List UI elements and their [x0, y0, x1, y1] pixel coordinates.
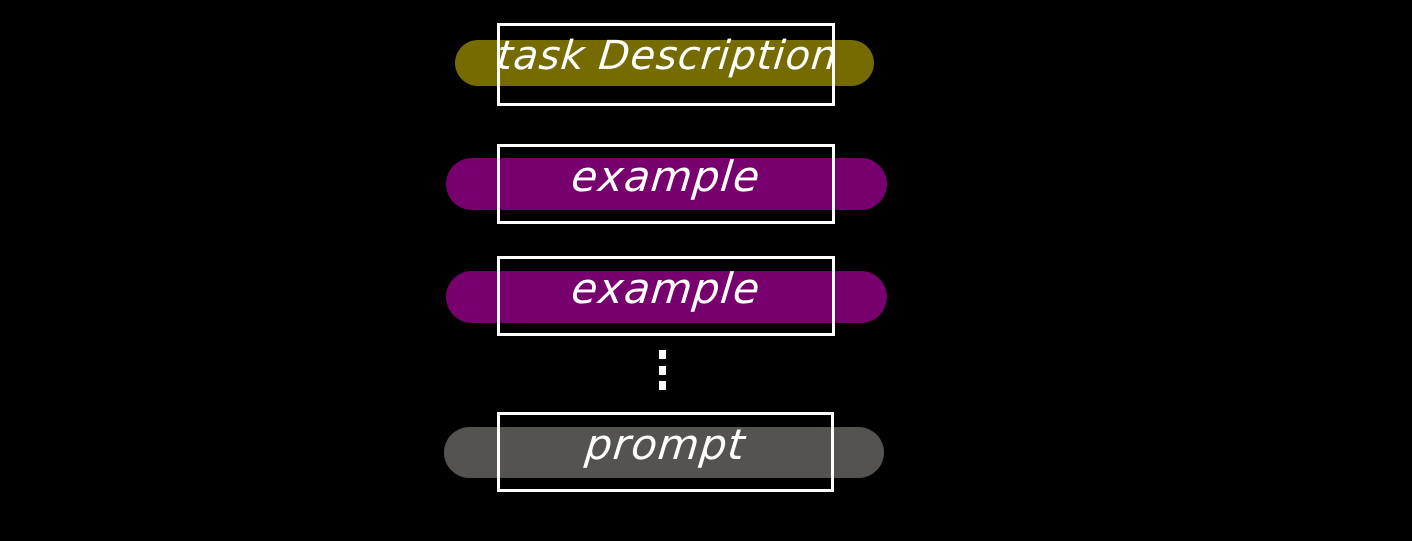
example-2-label: example: [569, 264, 763, 313]
ellipsis-dot-2: [658, 365, 666, 375]
prompt-label: prompt: [583, 420, 748, 469]
prompt-box: [497, 412, 834, 492]
ellipsis-dot-3: [658, 381, 666, 390]
prompt-highlight-pill: [444, 427, 884, 478]
task-description-label: task Description: [494, 33, 841, 79]
example-1-box: [497, 144, 835, 224]
example-2-box: [497, 256, 835, 336]
example-1-highlight-pill: [446, 158, 887, 210]
task-description-box: [497, 23, 835, 106]
ellipsis-dot-1: [658, 350, 666, 359]
task-description-highlight-pill: [455, 40, 874, 86]
example-1-label: example: [569, 152, 763, 201]
vertical-ellipsis-icon: [648, 350, 676, 390]
example-2-highlight-pill: [446, 271, 887, 323]
